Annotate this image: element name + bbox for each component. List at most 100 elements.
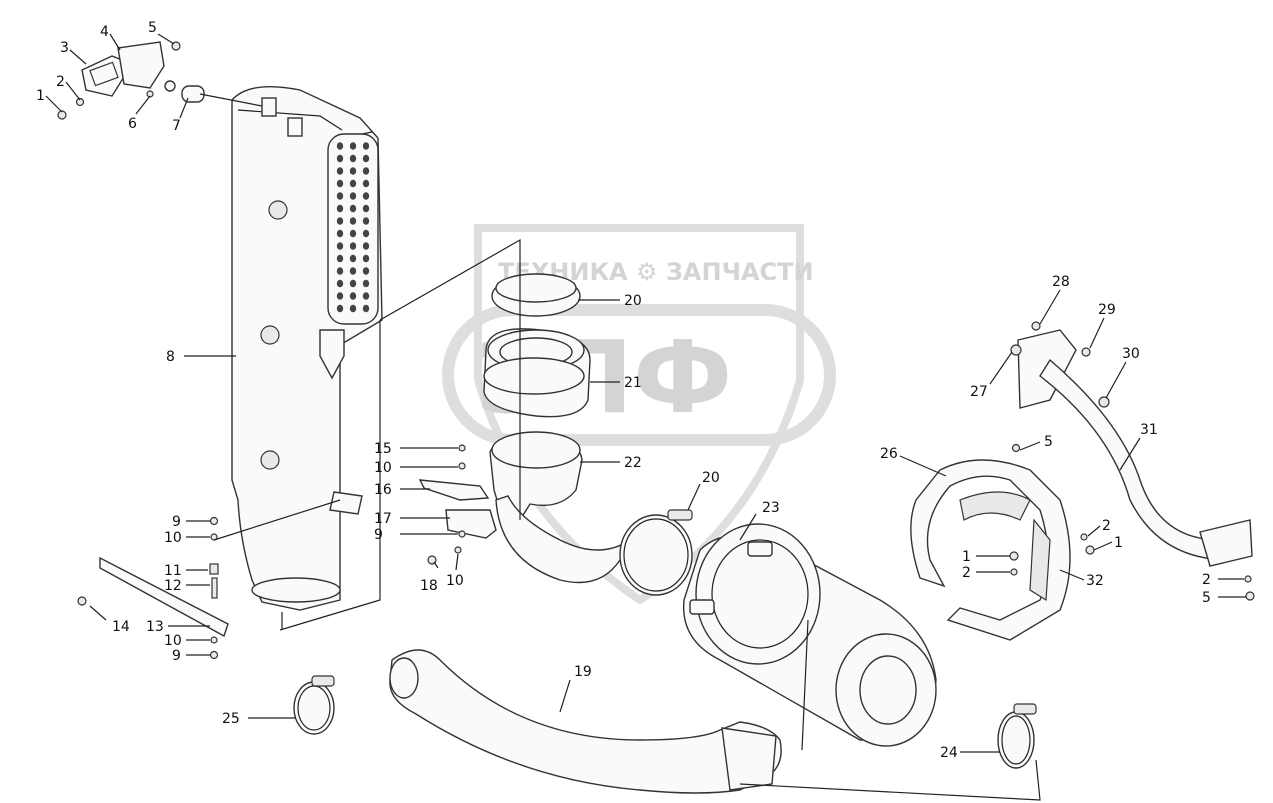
grille-hole bbox=[349, 242, 357, 250]
clamps-24-25 bbox=[293, 675, 1037, 769]
callout-14: 14 bbox=[112, 619, 130, 635]
grille-hole bbox=[362, 192, 370, 200]
grille-hole bbox=[336, 204, 344, 213]
callout-9c: 9 bbox=[374, 527, 383, 543]
callout-9a: 9 bbox=[172, 514, 181, 530]
grille-hole bbox=[362, 142, 370, 150]
grille-hole bbox=[349, 217, 357, 225]
callout-23: 23 bbox=[762, 500, 780, 516]
callout-2c: 2 bbox=[1102, 518, 1111, 534]
callout-27: 27 bbox=[970, 384, 988, 400]
clamp-20 bbox=[619, 509, 693, 596]
grille-hole bbox=[336, 167, 344, 175]
grille-hole bbox=[336, 279, 344, 288]
callout-7: 7 bbox=[172, 118, 181, 134]
grille-hole bbox=[362, 304, 370, 313]
grille-hole bbox=[336, 267, 344, 275]
callout-21: 21 bbox=[624, 375, 642, 391]
grille-hole bbox=[349, 142, 357, 150]
bracket bbox=[117, 41, 165, 89]
callout-30: 30 bbox=[1122, 346, 1140, 362]
callout-3: 3 bbox=[60, 40, 69, 56]
callout-9b: 9 bbox=[172, 648, 181, 664]
callout-10a: 10 bbox=[164, 530, 182, 546]
grille-hole bbox=[362, 242, 370, 250]
callout-26: 26 bbox=[880, 446, 898, 462]
air-filter-housing bbox=[682, 523, 937, 747]
callout-25: 25 bbox=[222, 711, 240, 727]
callout-32: 32 bbox=[1086, 573, 1104, 589]
callout-4: 4 bbox=[100, 24, 109, 40]
grille-hole bbox=[336, 229, 344, 238]
grille-hole bbox=[349, 167, 357, 175]
grille-hole bbox=[336, 217, 344, 225]
callout-17: 17 bbox=[374, 511, 392, 527]
grille-hole bbox=[336, 304, 344, 313]
callout-1c: 1 bbox=[1114, 535, 1123, 551]
grille-hole bbox=[362, 229, 370, 238]
grille-hole bbox=[336, 142, 344, 150]
callout-10c: 10 bbox=[374, 460, 392, 476]
callout-1a: 1 bbox=[36, 88, 45, 104]
grille-hole bbox=[362, 167, 370, 175]
callout-19: 19 bbox=[574, 664, 592, 680]
grille-hole bbox=[362, 254, 370, 263]
intake-duct bbox=[231, 85, 383, 611]
grille-hole bbox=[362, 217, 370, 225]
callout-24: 24 bbox=[940, 745, 958, 761]
callout-5b: 5 bbox=[1044, 434, 1053, 450]
strap-plate bbox=[99, 556, 229, 638]
callout-1b: 1 bbox=[962, 549, 971, 565]
grille-hole bbox=[349, 304, 357, 313]
callout-11: 11 bbox=[164, 563, 182, 579]
callout-16: 16 bbox=[374, 482, 392, 498]
callout-18: 18 bbox=[420, 578, 438, 594]
callout-28: 28 bbox=[1052, 274, 1070, 290]
grille-hole bbox=[336, 242, 344, 250]
callout-12: 12 bbox=[164, 578, 182, 594]
grille-hole bbox=[336, 154, 344, 163]
grille-hole bbox=[336, 254, 344, 263]
grille-hole bbox=[362, 179, 370, 188]
callout-2d: 2 bbox=[1202, 572, 1211, 588]
callout-20a: 20 bbox=[624, 293, 642, 309]
gasket-plate bbox=[81, 55, 134, 97]
grille-hole bbox=[362, 267, 370, 275]
callout-labels: 1 2 3 4 5 6 7 8 9 10 11 12 13 14 10 9 15… bbox=[36, 20, 1211, 761]
grille-hole bbox=[349, 192, 357, 200]
callout-15: 15 bbox=[374, 441, 392, 457]
grille-hole bbox=[349, 204, 357, 213]
grille-hole bbox=[349, 254, 357, 263]
grille-hole bbox=[362, 204, 370, 213]
grille-hole bbox=[349, 292, 357, 300]
callout-22: 22 bbox=[624, 455, 642, 471]
callout-31: 31 bbox=[1140, 422, 1158, 438]
grille-hole bbox=[349, 229, 357, 238]
fasteners-left bbox=[77, 444, 497, 660]
callout-20b: 20 bbox=[702, 470, 720, 486]
callout-2a: 2 bbox=[56, 74, 65, 90]
callout-10b: 10 bbox=[164, 633, 182, 649]
grille-hole bbox=[362, 154, 370, 163]
callout-6: 6 bbox=[128, 116, 137, 132]
hose-19 bbox=[389, 649, 782, 794]
bracket-assembly bbox=[57, 41, 205, 120]
leader-lines bbox=[45, 33, 1246, 801]
grille-hole bbox=[349, 154, 357, 163]
grille-hole bbox=[362, 292, 370, 300]
adapter-rings bbox=[483, 273, 632, 584]
grille-hole bbox=[362, 279, 370, 288]
callout-5c: 5 bbox=[1202, 590, 1211, 606]
callout-2b: 2 bbox=[962, 565, 971, 581]
callout-13: 13 bbox=[146, 619, 164, 635]
grille-hole bbox=[349, 279, 357, 288]
support-band bbox=[910, 321, 1255, 641]
grille-hole bbox=[349, 179, 357, 188]
callout-29: 29 bbox=[1098, 302, 1116, 318]
grille-hole bbox=[336, 192, 344, 200]
callout-5a: 5 bbox=[148, 20, 157, 36]
grille-hole bbox=[336, 179, 344, 188]
callout-10d: 10 bbox=[446, 573, 464, 589]
callout-8: 8 bbox=[166, 349, 175, 365]
